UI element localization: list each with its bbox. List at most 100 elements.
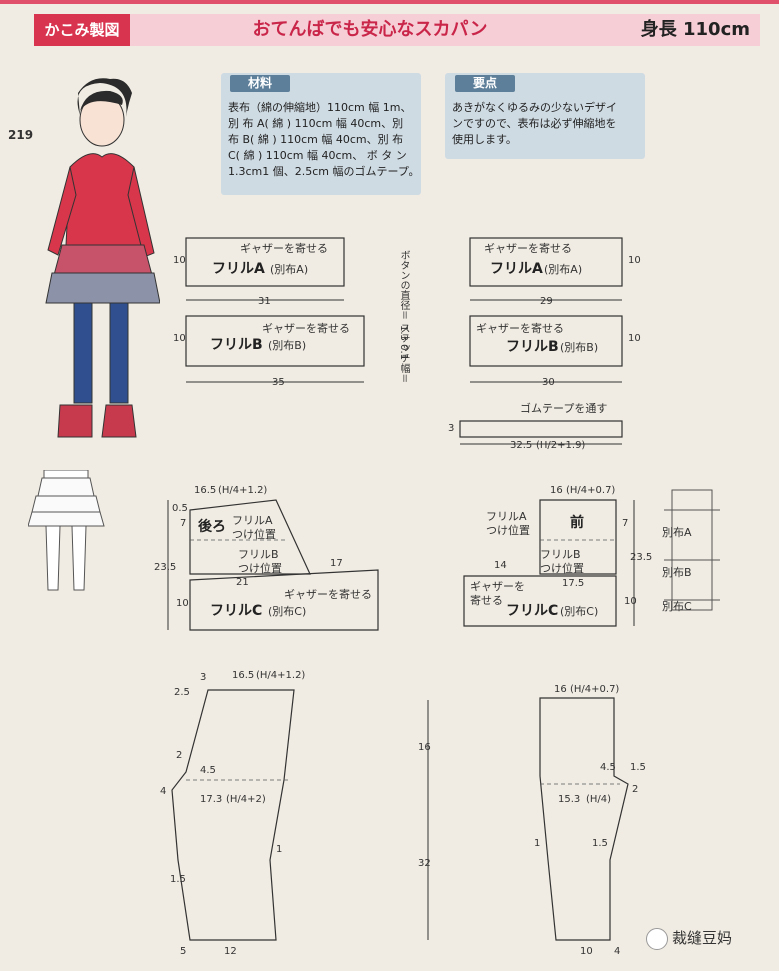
front-pants-top: 16	[554, 684, 567, 695]
back-skirt-top-formula: (H/4+1.2)	[218, 485, 268, 496]
button-values: 1.3 0.1	[398, 325, 409, 360]
back-fa-1: フリルA	[232, 514, 273, 527]
item-number: 219	[8, 128, 34, 142]
ruffle-b-right-height: 10	[628, 333, 641, 344]
ruffle-b-left-width: 35	[272, 377, 285, 388]
page-title: おてんばでも安心なスカパン	[252, 19, 488, 40]
front-skirt-235: 23.5	[630, 552, 653, 563]
front-pants-4: 4	[614, 946, 621, 957]
front-pants-1: 1	[534, 838, 541, 849]
ruffle-a-right-gather: ギャザーを寄せる	[484, 242, 572, 255]
pants-lower-length: 32	[418, 858, 431, 869]
front-skirt-top-formula: (H/4+0.7)	[566, 485, 616, 496]
ruffle-b-left-gather: ギャザーを寄せる	[262, 322, 350, 335]
waistband-note: ゴムテープを通す	[520, 402, 608, 415]
ruffle-c-back	[189, 569, 379, 631]
back-pants	[171, 689, 295, 941]
button-value: 1.3	[398, 325, 409, 341]
front-gather-1: ギャザーを	[470, 580, 525, 593]
points-heading: 要点	[455, 75, 515, 92]
back-skirt-top: 16.5	[194, 485, 217, 496]
front-pants-hip-formula: (H/4)	[586, 794, 612, 805]
ruffle-a-left-width: 31	[258, 296, 271, 307]
front-pants-10: 10	[580, 946, 593, 957]
waistband-height: 3	[448, 423, 455, 434]
materials-line: 1.3cm1 個、2.5cm 幅のゴムテープ。	[228, 165, 420, 178]
ruffle-a-left-sub: (別布A)	[270, 263, 309, 276]
ruffle-a-right-name: フリルA	[490, 261, 543, 277]
front-pants-45: 4.5	[600, 762, 616, 773]
ruffle-a-left-name: フリルA	[212, 261, 265, 277]
ruffle-c-back-name: フリルC	[210, 603, 263, 619]
front-fb-1: フリルB	[540, 548, 581, 561]
ruffle-a-right-sub: (別布A)	[544, 263, 583, 276]
points-text: あきがなくゆるみの少ないデザイ ンですので、表布は必ず伸縮地を 使用します。	[452, 100, 642, 148]
front-fa-2: つけ位置	[486, 524, 530, 537]
back-pants-3: 3	[200, 672, 207, 683]
back-pants-2: 2	[176, 750, 183, 761]
back-pants-hip-formula: (H/4+2)	[226, 794, 266, 805]
ruffle-a-left	[185, 237, 345, 287]
back-fb-2: つけ位置	[238, 562, 282, 575]
front-fb-2: つけ位置	[540, 562, 584, 575]
back-pants-1: 1	[276, 844, 283, 855]
back-pants-12: 12	[224, 946, 237, 957]
header-bar	[34, 14, 760, 46]
waistband-formula: (H/2+1.9)	[536, 440, 586, 451]
ruffle-c-back-height: 10	[176, 598, 189, 609]
ruffle-b-right-sub: (別布B)	[560, 341, 599, 354]
pants-upper-length: 16	[418, 742, 431, 753]
materials-text: 表布（綿の伸縮地）110cm 幅 1m、 別 布 A( 綿 ) 110cm 幅 …	[228, 100, 420, 180]
back-skirt-235: 23.5	[154, 562, 177, 573]
front-fa-1: フリルA	[486, 510, 527, 523]
ruffle-b-left	[185, 315, 365, 367]
front-pants-2: 2	[632, 784, 639, 795]
size-label: 身長 110cm	[640, 19, 750, 40]
points-line: ンですので、表布は必ず伸縮地を	[452, 117, 617, 130]
ruffle-a-right-height: 10	[628, 255, 641, 266]
front-label: 前	[570, 515, 584, 531]
front-skirt-175: 17.5	[562, 578, 585, 589]
side-garment-sketch	[664, 489, 720, 611]
front-pants-15: 1.5	[630, 762, 646, 773]
materials-panel	[221, 73, 421, 195]
ruffle-b-left-height: 10	[173, 333, 186, 344]
ruffle-b-right-gather: ギャザーを寄せる	[476, 322, 564, 335]
ruffle-c-front-height: 10	[624, 596, 637, 607]
back-pants-25: 2.5	[174, 687, 190, 698]
materials-line: C( 綿 ) 110cm 幅 40cm、 ボ タ ン	[228, 149, 407, 162]
side-label-c: 別布C	[662, 600, 692, 613]
waistband-width: 32.5	[510, 440, 533, 451]
back-pants-4: 4	[160, 786, 167, 797]
section-tag: かこみ製図	[34, 14, 130, 46]
front-skirt-7: 7	[622, 518, 629, 529]
back-pants-5: 5	[180, 946, 187, 957]
back-skirt-21: 21	[236, 577, 249, 588]
button-note-line: ステッチ幅＝	[398, 323, 409, 384]
ruffle-a-left-height: 10	[173, 255, 186, 266]
ruffle-b-right-width: 30	[542, 377, 555, 388]
wechat-icon	[646, 928, 668, 950]
back-pants-45: 4.5	[200, 765, 216, 776]
back-skirt-17: 17	[330, 558, 343, 569]
ruffle-c-front-sub: (別布C)	[560, 605, 599, 618]
front-skirt-body	[539, 499, 617, 575]
ruffle-b-left-name: フリルB	[210, 337, 263, 353]
ruffle-c-front-name: フリルC	[506, 603, 559, 619]
side-label-a: 別布A	[662, 526, 692, 539]
ruffle-a-left-gather: ギャザーを寄せる	[240, 242, 328, 255]
front-pants-top-formula: (H/4+0.7)	[570, 684, 620, 695]
skirt-pants-illustration	[28, 470, 105, 591]
points-line: あきがなくゆるみの少ないデザイ	[452, 101, 617, 114]
top-border	[0, 0, 779, 4]
ruffle-b-left-sub: (別布B)	[268, 339, 307, 352]
back-gather: ギャザーを寄せる	[284, 588, 372, 601]
materials-line: 別 布 A( 綿 ) 110cm 幅 40cm、別	[228, 117, 404, 130]
front-gather-2: 寄せる	[470, 594, 503, 607]
back-pants-top-formula: (H/4+1.2)	[256, 670, 306, 681]
back-pants-hip: 17.3	[200, 794, 223, 805]
side-label-b: 別布B	[662, 566, 692, 579]
back-skirt-7: 7	[180, 518, 187, 529]
back-pants-15: 1.5	[170, 874, 186, 885]
